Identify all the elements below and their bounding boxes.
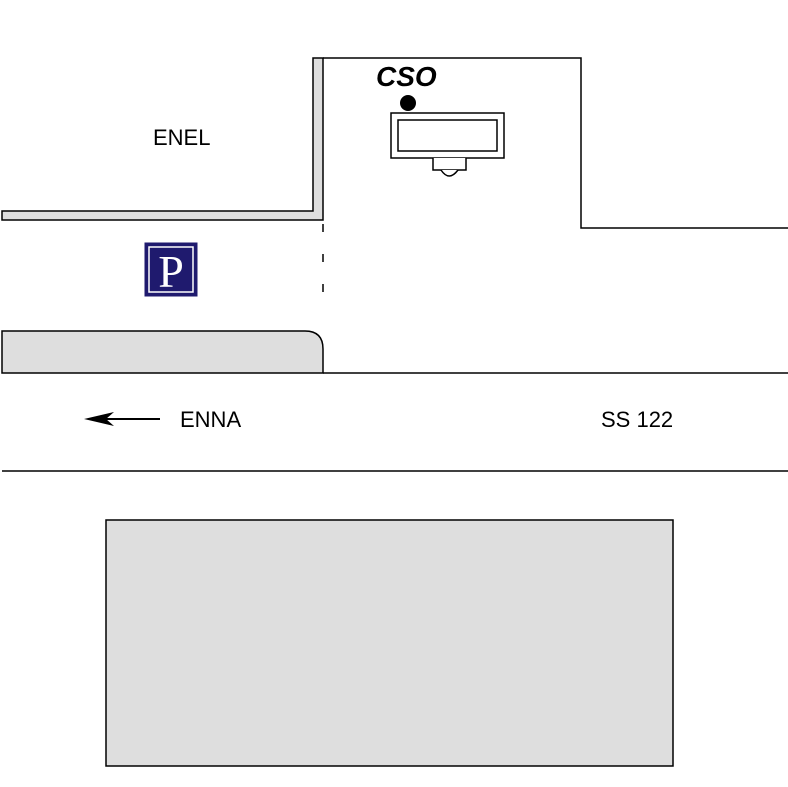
enel-label: ENEL [153,125,210,150]
direction-label: ENNA [180,407,241,432]
south-building [105,519,674,767]
cso-label: CSO [376,61,437,92]
cso-building-outline [323,57,788,229]
arrow-left-icon [84,412,160,426]
parking-sign-letter: P [158,246,184,297]
instrument-icon [390,112,505,177]
station-dot-icon [400,95,416,111]
parking-curb-block [1,330,324,374]
road-label: SS 122 [601,407,673,432]
parking-sign-icon: P [144,242,198,297]
